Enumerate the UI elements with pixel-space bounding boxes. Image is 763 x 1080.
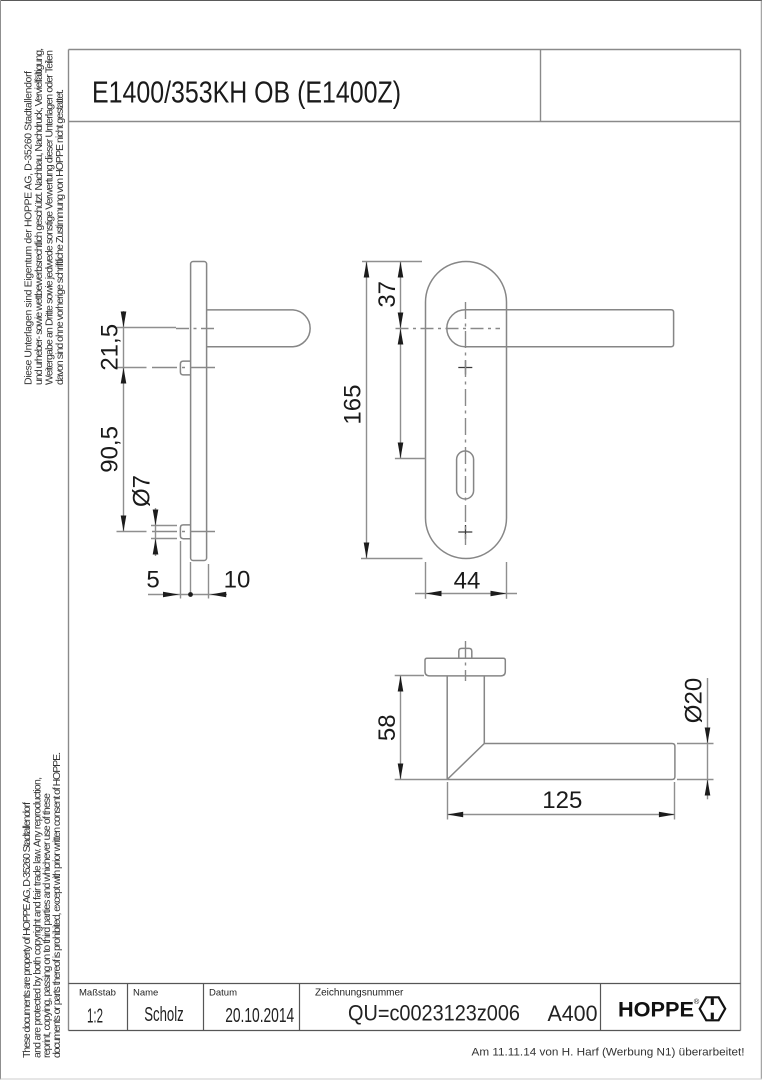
svg-text:und urheber- sowie wettbewerbs: und urheber- sowie wettbewerbsrechtlich … <box>33 48 45 385</box>
svg-text:Diese Unterlagen sind Eigentum: Diese Unterlagen sind Eigentum der HOPPE… <box>23 71 35 385</box>
svg-text:125: 125 <box>542 787 582 814</box>
svg-text:®: ® <box>694 997 700 1006</box>
svg-text:E1400/353KH OB (E1400Z): E1400/353KH OB (E1400Z) <box>92 75 401 110</box>
svg-text:and are protected by both copy: and are protected by both copyright and … <box>31 777 43 1058</box>
svg-text:1:2: 1:2 <box>87 1006 103 1028</box>
svg-text:documents or parts thereof is: documents or parts thereof is prohibited… <box>51 752 63 1058</box>
svg-text:20.10.2014: 20.10.2014 <box>225 1004 294 1027</box>
svg-text:5: 5 <box>146 566 159 593</box>
svg-text:reprint, copying, passing on t: reprint, copying, passing on to third pa… <box>41 793 53 1058</box>
svg-text:90,5: 90,5 <box>96 426 123 473</box>
svg-text:Weitergabe an Dritte sowie jed: Weitergabe an Dritte sowie jedwede sonst… <box>44 50 56 385</box>
svg-text:10: 10 <box>224 566 251 593</box>
svg-text:Scholz: Scholz <box>144 1003 184 1026</box>
svg-text:58: 58 <box>374 714 401 741</box>
svg-text:davon sind ohne vorherige schr: davon sind ohne vorherige schriftliche Z… <box>54 89 66 385</box>
svg-text:Ø7: Ø7 <box>129 475 156 507</box>
svg-text:37: 37 <box>374 281 401 308</box>
svg-text:These documents are property o: These documents are property of HOPPE AG… <box>21 802 33 1058</box>
svg-text:165: 165 <box>340 385 367 425</box>
svg-text:Maßstab: Maßstab <box>79 988 116 999</box>
svg-text:Ø20: Ø20 <box>681 678 708 723</box>
svg-text:Datum: Datum <box>209 988 237 999</box>
svg-text:21,5: 21,5 <box>96 324 123 371</box>
svg-text:HOPPE: HOPPE <box>618 997 694 1022</box>
svg-text:Name: Name <box>133 988 158 999</box>
svg-text:A400: A400 <box>548 1001 598 1026</box>
svg-text:44: 44 <box>454 567 481 594</box>
svg-text:Am 11.11.14 von H. Harf (Werbu: Am 11.11.14 von H. Harf (Werbung N1) übe… <box>472 1047 745 1059</box>
svg-text:Zeichnungsnummer: Zeichnungsnummer <box>315 988 404 999</box>
svg-text:QU=c0023123z006: QU=c0023123z006 <box>348 1000 520 1025</box>
